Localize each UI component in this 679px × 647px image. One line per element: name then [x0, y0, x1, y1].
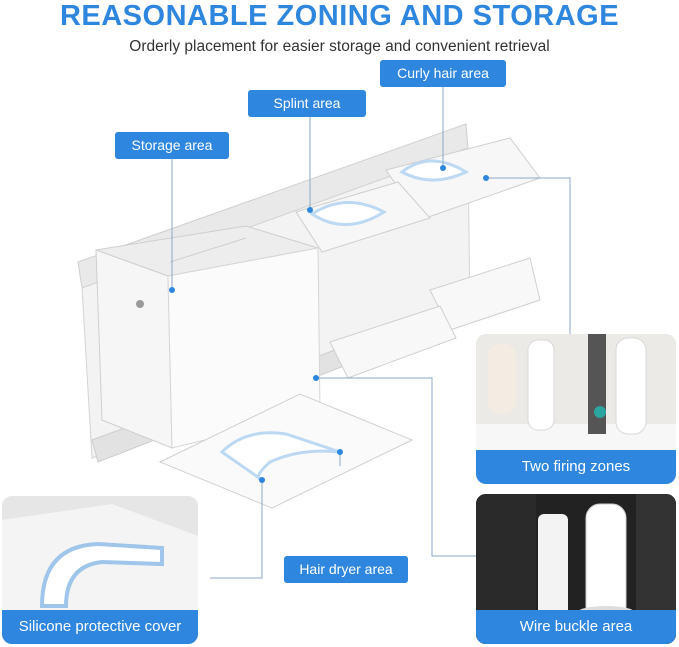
splint-area-label: Splint area — [248, 90, 366, 117]
wire-buckle-area-photo: Wire buckle area — [476, 494, 676, 644]
silicone-cover-photo: Silicone protective cover — [2, 496, 198, 644]
page-title: REASONABLE ZONING AND STORAGE — [59, 0, 620, 32]
two-firing-zones-caption: Two firing zones — [476, 450, 676, 484]
hair-dryer-area-label: Hair dryer area — [284, 556, 408, 583]
wire-buckle-area-caption: Wire buckle area — [476, 610, 676, 644]
storage-area-label: Storage area — [115, 132, 229, 159]
two-firing-zones-photo: Two firing zones — [476, 334, 676, 484]
page-subtitle: Orderly placement for easier storage and… — [129, 38, 550, 55]
curly-hair-area-text: Curly hair area — [397, 65, 489, 81]
hair-dryer-area-text: Hair dryer area — [299, 561, 393, 577]
splint-area-text: Splint area — [273, 95, 341, 111]
curly-hair-area-label: Curly hair area — [380, 60, 506, 87]
silicone-cover-caption: Silicone protective cover — [2, 610, 198, 644]
storage-area-text: Storage area — [131, 137, 213, 153]
